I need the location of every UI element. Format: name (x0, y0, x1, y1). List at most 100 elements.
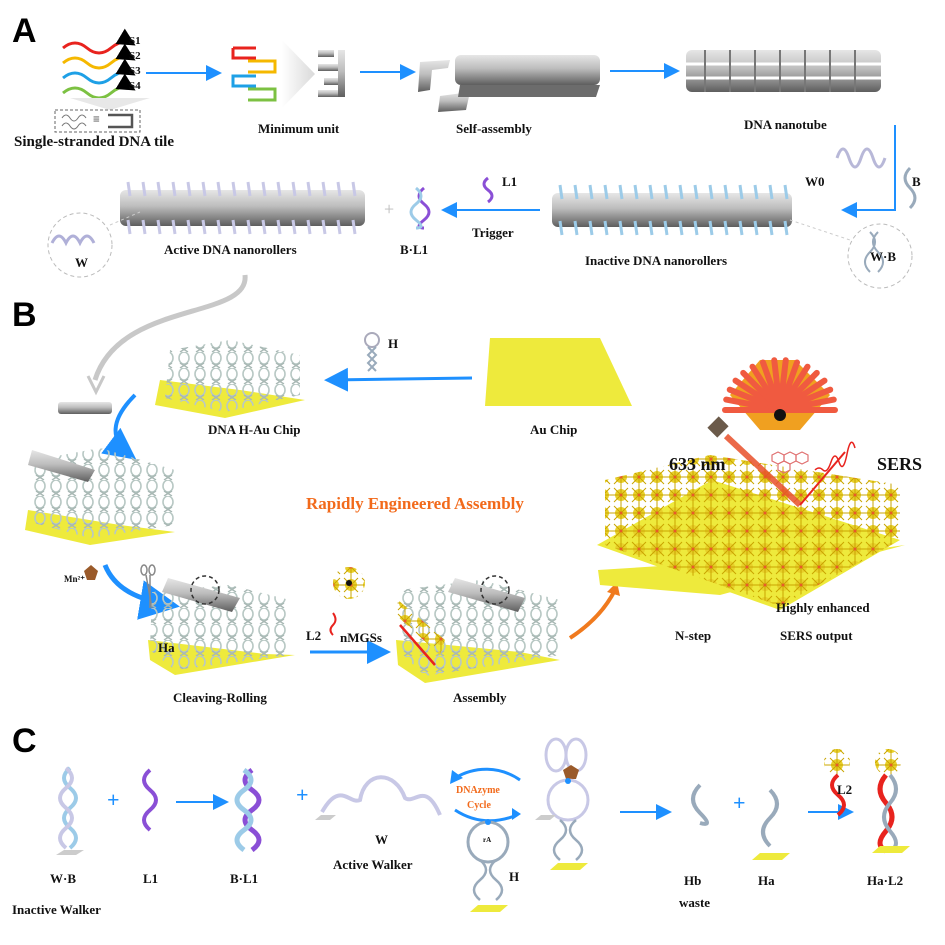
nanoroller-spike (291, 181, 297, 197)
w0-label: W0 (805, 174, 825, 189)
trigger-label: Trigger (472, 225, 514, 240)
nanoroller-spike (156, 219, 162, 235)
nanoroller-spike (201, 219, 207, 235)
nstep-label: N-step (675, 628, 712, 643)
self-assembly-label: Self-assembly (456, 121, 532, 136)
nanoroller-spike (558, 220, 564, 236)
laser-beam (723, 433, 803, 508)
hal2-label: Ha·L2 (867, 873, 904, 888)
l2-nmgs-icon (824, 749, 850, 817)
nanoroller-spike (351, 181, 357, 197)
equivalence-symbol: ≡ (93, 112, 100, 126)
nmgs-enlarged (722, 357, 838, 430)
inactive-walker-label: Inactive Walker (12, 902, 101, 917)
hal2-duplex-icon (872, 749, 910, 854)
w0-strand-icon (835, 147, 887, 169)
small-nanoroller (58, 402, 112, 414)
nanoroller-spike (291, 219, 297, 235)
h-au-chip-label: DNA H-Au Chip (208, 422, 301, 437)
nanoroller-spike (246, 181, 252, 197)
scissors-icon (140, 564, 156, 609)
l2-label-c: L2 (837, 782, 853, 797)
panel-label-a: A (12, 12, 37, 50)
arrow-nanotube-to-inactive (841, 125, 896, 218)
plus-sign-3: + (733, 790, 746, 815)
active-walker-label: Active Walker (333, 857, 413, 872)
nanoroller-spike (231, 181, 237, 197)
nanoroller-spike (648, 220, 654, 236)
nanoroller-spike (186, 219, 192, 235)
strand-label-s1: S1 (129, 35, 141, 47)
output-label-line2: SERS output (780, 628, 853, 643)
wb-inset-circle (847, 223, 913, 289)
cycle-arrow-head (512, 808, 521, 820)
chip-with-nanoroller (25, 448, 175, 545)
wb-duplex-icon (58, 766, 78, 850)
plus-sign: + (384, 199, 395, 219)
nanoroller-spike (321, 181, 327, 197)
h-hairpin-icon (364, 332, 380, 372)
tile-bracket-icon (108, 113, 134, 129)
plus-sign-1: + (107, 787, 120, 812)
minimum-unit-3d (318, 50, 345, 97)
b-label: B (912, 174, 921, 189)
panel-label-c: C (12, 722, 37, 760)
w-inset-label: W (75, 255, 88, 270)
nanoroller-spike (186, 181, 192, 197)
nanotube-label: DNA nanotube (744, 117, 827, 132)
sers-wave-icon (814, 441, 856, 472)
nanoroller-spike (768, 220, 774, 236)
nanoroller-spike (156, 181, 162, 197)
gray-arrow-head (86, 375, 106, 396)
walker-base (315, 815, 336, 820)
nmgs-particle-icon (333, 567, 365, 599)
nanoroller-spike (693, 184, 699, 200)
nanoroller-spike (693, 220, 699, 236)
nanoroller-spike (738, 220, 744, 236)
nanoroller-spike (351, 219, 357, 235)
wb-inset-label: W·B (870, 249, 897, 264)
nanoroller-spike (588, 220, 594, 236)
cycle-arrow-head (450, 770, 463, 784)
raman-molecule-icon (771, 451, 809, 474)
nanoroller-spike (633, 184, 639, 200)
nanoroller-spike (723, 184, 729, 200)
laser-source-icon (707, 416, 729, 438)
ha-base (752, 853, 790, 860)
nanoroller-spike (336, 219, 342, 235)
ha-strand-icon (761, 788, 779, 848)
reflected-beam (799, 451, 846, 506)
nanoroller-spike (633, 220, 639, 236)
ra-label: rA (483, 836, 492, 844)
nanoroller-spike (321, 219, 327, 235)
dna-nanotube (686, 50, 881, 92)
l1-helix-icon (142, 768, 158, 832)
nanoroller-spike (783, 184, 789, 200)
nanoroller-spike (588, 184, 594, 200)
nanoroller-spike (126, 219, 132, 235)
output-label-line1: Highly enhanced (776, 600, 870, 615)
cycle-label-line1: DNAzyme (456, 785, 500, 796)
nanoroller-spike (573, 184, 579, 200)
plus-sign-2: + (296, 782, 309, 807)
nanoroller-spike (201, 181, 207, 197)
cycle-arrow-forward (454, 808, 518, 823)
mn-pentagon-icon (84, 565, 98, 580)
ssdna-strands (62, 28, 136, 100)
h-hairpin-large (466, 819, 510, 912)
h-label-c: H (509, 869, 520, 884)
gray-transfer-arrow (92, 274, 248, 381)
minimum-unit-colored (231, 46, 277, 102)
nstep-arrow (568, 589, 617, 640)
nanoroller-spike (618, 220, 624, 236)
tile-wavy-icon (61, 114, 87, 130)
nanoroller-spike (126, 181, 132, 197)
tile-projection (70, 98, 150, 110)
ha-label-c: Ha (758, 873, 775, 888)
nanoroller-spike (276, 219, 282, 235)
nanoroller-spike (663, 220, 669, 236)
arrow-au-to-h-chip (324, 367, 473, 392)
nanoroller-spike (306, 219, 312, 235)
nanoroller-spike (306, 181, 312, 197)
